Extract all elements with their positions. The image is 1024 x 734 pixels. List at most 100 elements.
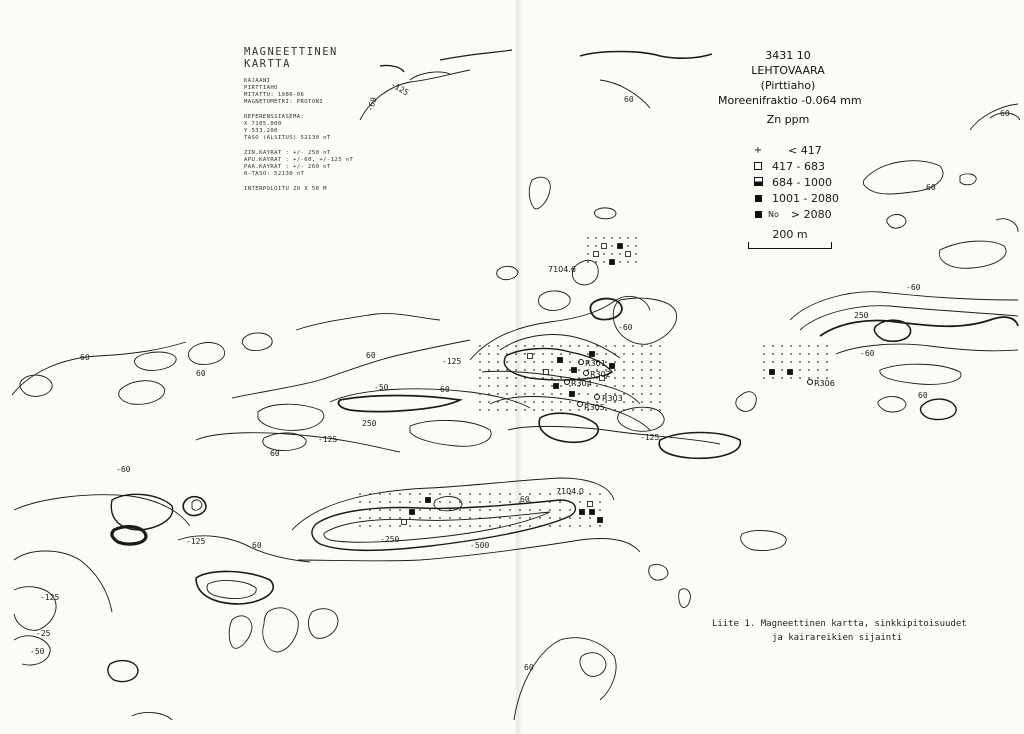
sample-point [763, 345, 765, 347]
sample-point [497, 401, 499, 403]
sample-point [449, 509, 451, 511]
sample-point [579, 517, 581, 519]
svg-text:-60: -60 [860, 349, 875, 358]
sample-point [623, 353, 625, 355]
sample-point [533, 409, 535, 411]
sample-point [524, 385, 526, 387]
sample-point [399, 509, 401, 511]
sample-point [603, 237, 605, 239]
sample-point [569, 409, 571, 411]
sample-point [539, 493, 541, 495]
sample-point [509, 517, 511, 519]
sample-point [623, 385, 625, 387]
sample-point [799, 361, 801, 363]
header-line: MITATTU: 1986-06 [244, 92, 305, 98]
sample-point [379, 501, 381, 503]
sample-point [799, 369, 801, 371]
svg-text:-60: -60 [618, 323, 633, 332]
sample-point [560, 353, 562, 355]
sample-point [369, 525, 371, 527]
sample-point [635, 261, 637, 263]
header-line: REFERENSSIASEMA: [244, 114, 305, 120]
sample-point [659, 385, 661, 387]
svg-text:60: 60 [366, 351, 376, 360]
sample-point [596, 377, 598, 379]
svg-text:-250: -250 [380, 535, 399, 544]
sample-point [499, 525, 501, 527]
sample-point [551, 393, 553, 395]
area-name: LEHTOVAARA [751, 64, 825, 77]
sample-point [488, 385, 490, 387]
zn-range: 1001 - 2080 [772, 191, 839, 205]
sample-point [605, 353, 607, 355]
sample-point [641, 369, 643, 371]
sample-point [650, 401, 652, 403]
sample-point [569, 369, 571, 371]
sample-point [623, 401, 625, 403]
sample-point [542, 377, 544, 379]
sample-point [359, 493, 361, 495]
scale-label: 200 m [772, 228, 808, 241]
sample-point [627, 237, 629, 239]
sample-point [399, 525, 401, 527]
caption-line-2: ja kairareikien sijainti [772, 633, 903, 643]
open-square-sample [625, 251, 631, 257]
header-line: APU.KAYRAT : +/-60, +/-125 nT [244, 157, 354, 163]
svg-text:60: 60 [196, 369, 206, 378]
sample-point [589, 525, 591, 527]
sample-point [519, 525, 521, 527]
sample-point [605, 401, 607, 403]
sample-point [781, 361, 783, 363]
header-line: 0-TASO: 52130 nT [244, 171, 305, 177]
sample-point [587, 345, 589, 347]
sample-point [489, 501, 491, 503]
sample-point [808, 353, 810, 355]
sample-point [488, 361, 490, 363]
zn-range: 684 - 1000 [772, 175, 832, 189]
sample-point [509, 493, 511, 495]
sample-point [488, 369, 490, 371]
sub-area: (Pirttiaho) [760, 79, 816, 92]
sample-point [515, 377, 517, 379]
svg-text:-125: -125 [40, 593, 59, 602]
sample-point [506, 345, 508, 347]
sample-point [499, 501, 501, 503]
zn-class-row: + < 417 [752, 142, 839, 158]
sample-point [578, 393, 580, 395]
sample-point [469, 509, 471, 511]
sample-point [533, 345, 535, 347]
sample-point [659, 377, 661, 379]
sample-point [488, 409, 490, 411]
sample-point [539, 517, 541, 519]
sample-point [399, 493, 401, 495]
svg-text:60: 60 [80, 353, 90, 362]
sample-point [389, 517, 391, 519]
sample-point [605, 385, 607, 387]
sheet-number: 3431 10 [765, 49, 811, 62]
sample-point [409, 517, 411, 519]
filled-square-sample [579, 509, 585, 515]
sample-point [817, 369, 819, 371]
sample-point [506, 393, 508, 395]
sample-point [587, 353, 589, 355]
sample-point [524, 401, 526, 403]
sample-point [790, 377, 792, 379]
sample-point [479, 517, 481, 519]
sample-point [619, 261, 621, 263]
svg-text:60: 60 [918, 391, 928, 400]
sample-point [489, 509, 491, 511]
zn-range: < 417 [788, 143, 822, 157]
sample-point [529, 493, 531, 495]
filled-square-icon [754, 194, 762, 202]
sample-point [488, 393, 490, 395]
sample-point [632, 377, 634, 379]
sample-point [614, 353, 616, 355]
sample-point [623, 409, 625, 411]
filled-square-sample [769, 369, 775, 375]
sample-point [459, 517, 461, 519]
sample-point [488, 401, 490, 403]
sample-point [623, 361, 625, 363]
sample-point [569, 401, 571, 403]
sample-point [641, 385, 643, 387]
